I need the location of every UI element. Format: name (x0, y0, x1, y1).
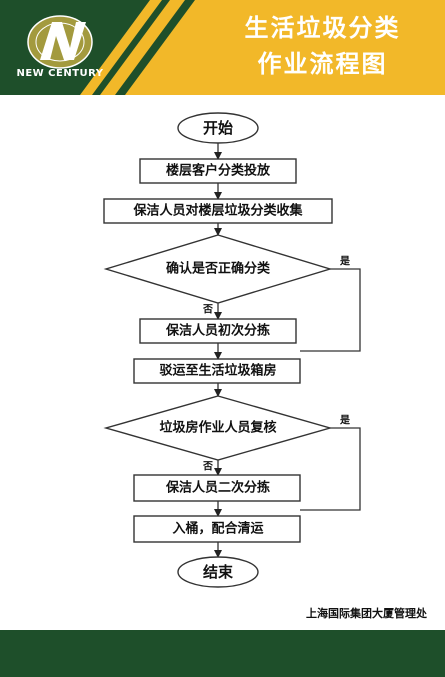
title-line-2: 作业流程图 (257, 50, 388, 78)
page-title: 生活垃圾分类 作业流程图 (200, 10, 445, 82)
title-line-1: 生活垃圾分类 (244, 14, 401, 42)
flowchart: 开始 楼层客户分类投放 保洁人员对楼层垃圾分类收集 确认是否正确分类 保洁人员初… (103, 112, 361, 588)
step3-box (139, 318, 297, 344)
step6-label: 入桶，配合清运 (172, 521, 263, 537)
step2-box (103, 198, 333, 224)
footer-bar (0, 630, 445, 677)
decision1-label: 确认是否正确分类 (166, 261, 271, 277)
step1-box (139, 158, 297, 184)
step6-box (133, 515, 301, 543)
decision1-yes-label: 是 (339, 256, 350, 268)
title-panel (125, 0, 445, 95)
decision2-no-label: 否 (202, 461, 213, 473)
header-banner: NEW CENTURY 生活垃圾分类 作业流程图 (0, 0, 445, 95)
logo-icon (27, 15, 93, 69)
start-label: 开始 (203, 119, 233, 137)
brand-name: NEW CENTURY (16, 68, 104, 79)
step1-label: 楼层客户分类投放 (166, 163, 271, 179)
step5-label: 保洁人员二次分拣 (165, 480, 270, 496)
stripe-1 (100, 0, 185, 95)
decision1-diamond (103, 234, 333, 304)
step4-label: 驳运至生活垃圾箱房 (159, 363, 276, 379)
yes-branch-1 (300, 268, 361, 352)
end-label: 结束 (203, 563, 234, 581)
decision2-diamond (103, 395, 333, 461)
step3-label: 保洁人员初次分拣 (165, 323, 270, 339)
stripe-2 (80, 0, 162, 95)
yes-branch-2 (300, 427, 361, 511)
step4-box (133, 358, 301, 384)
decision2-yes-label: 是 (339, 415, 350, 427)
start-terminal (177, 112, 259, 144)
header-graphic (27, 0, 445, 95)
end-terminal (177, 556, 259, 588)
decision1-no-label: 否 (202, 304, 213, 316)
decision2-label: 垃圾房作业人员复核 (159, 420, 276, 436)
organization-name: 上海国际集团大厦管理处 (306, 607, 427, 620)
step2-label: 保洁人员对楼层垃圾分类收集 (132, 203, 303, 219)
step5-box (133, 474, 301, 502)
